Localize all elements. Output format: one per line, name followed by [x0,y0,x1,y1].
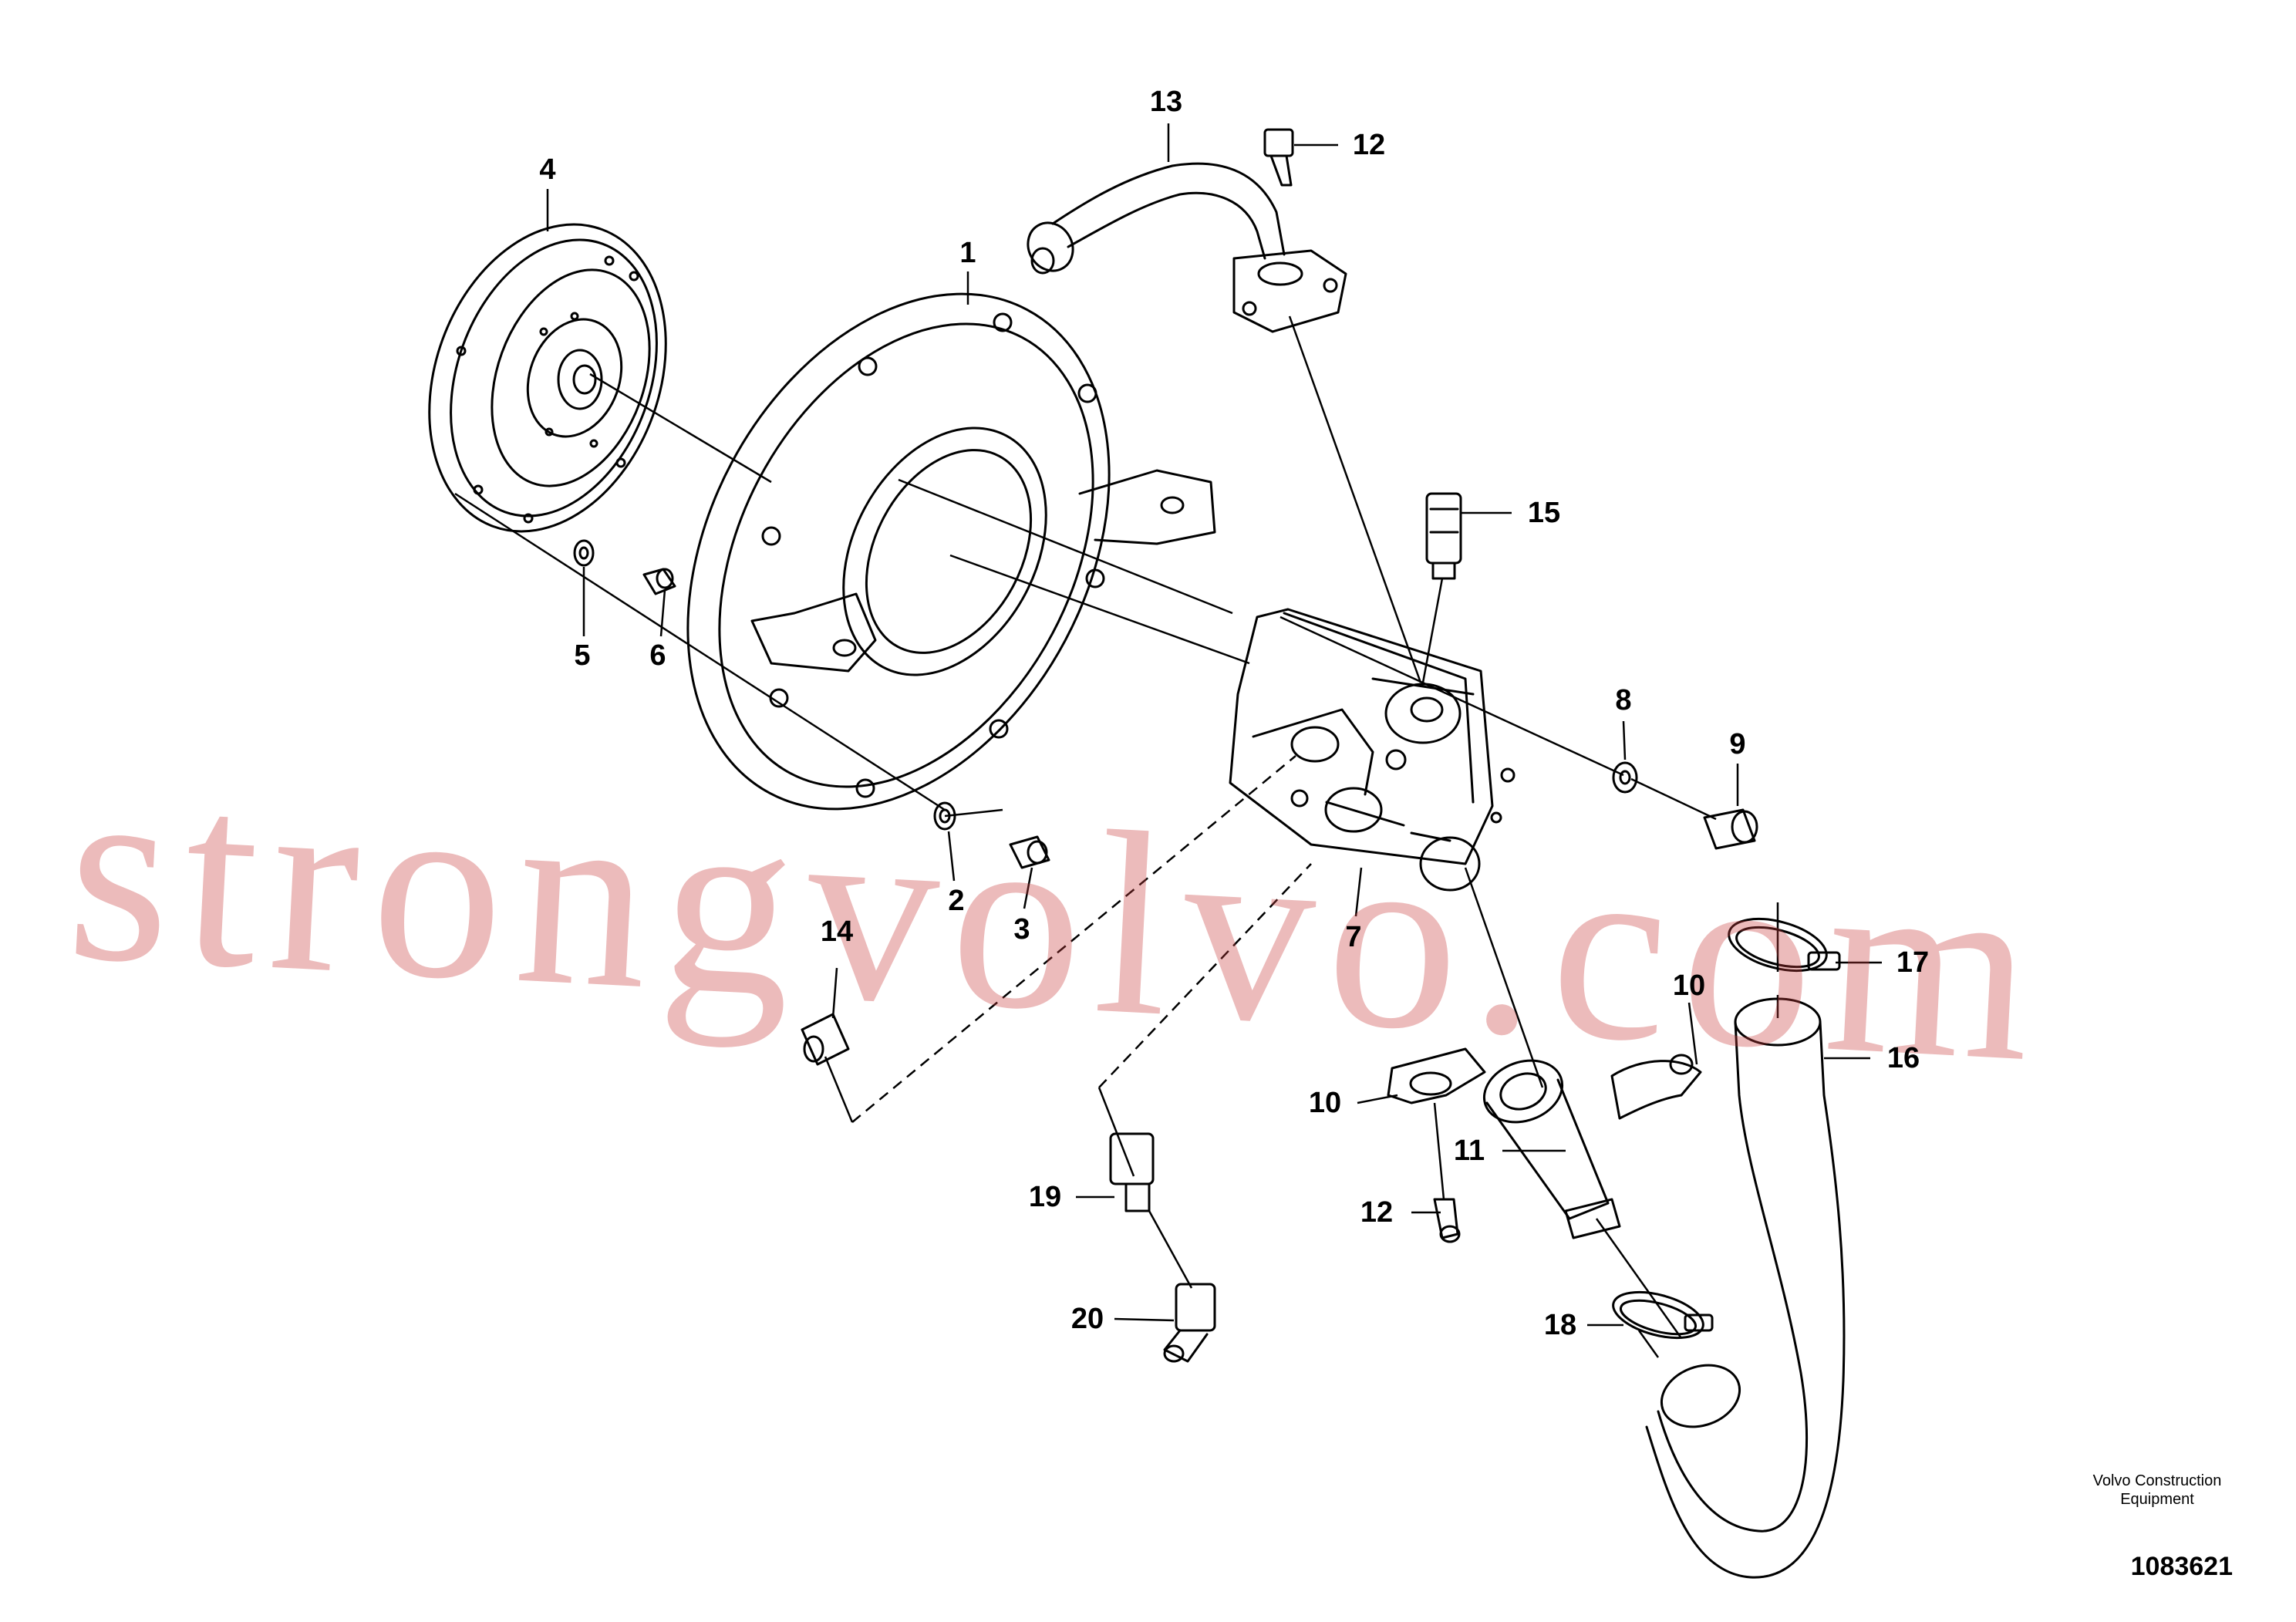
callout-label: 10 [1672,969,1706,1002]
manufacturer-line-2: Equipment [2120,1491,2194,1508]
elbow-fitting-part-20 [1163,1283,1216,1363]
callout-label: 12 [1352,129,1386,161]
sensor-part-15 [1425,492,1462,580]
callout-label: 17 [1896,946,1930,979]
hose-part-16 [1645,997,1846,1579]
callout-label: 3 [1013,913,1030,946]
bolt-part-9 [1703,808,1758,850]
hose-clamp-part-17 [1728,917,1841,973]
callout-label: 12 [1360,1196,1394,1229]
clamp-half-part-10-right [1610,1054,1702,1120]
clamp-half-part-10-left [1387,1047,1486,1104]
callout-label: 13 [1149,86,1183,118]
bolt-part-6 [642,568,676,595]
bolt-part-12-lower [1433,1198,1461,1243]
callout-label: 16 [1886,1042,1920,1074]
dashed-routing-lines [851,755,1312,1123]
callout-label: 7 [1345,921,1362,953]
callout-label: 9 [1729,728,1746,760]
document-number: 1083621 [2130,1552,2233,1581]
callout-label: 6 [649,639,666,672]
callout-label: 1 [959,237,976,269]
callout-label: 4 [539,153,556,186]
bolt-part-12-upper [1263,128,1294,187]
elbow-pipe-part-11 [1482,1059,1621,1239]
callout-label: 11 [1453,1135,1485,1167]
pipe-part-13 [1027,162,1347,333]
callout-label: 8 [1615,684,1632,717]
callout-label: 15 [1527,497,1561,529]
hose-clamp-part-18 [1612,1290,1714,1340]
callout-label: 19 [1028,1181,1062,1213]
washer-part-5 [573,539,595,567]
callout-label: 14 [820,916,854,948]
leader-lines [454,123,1882,1358]
flywheel-housing-part-1 [686,292,1216,811]
callout-label: 2 [948,885,965,917]
manufacturer-label: Volvo Construction Equipment [2065,1472,2250,1509]
callout-label: 10 [1308,1087,1342,1119]
callout-label: 5 [574,639,591,672]
hydraulic-pump-part-7 [1229,608,1515,892]
washer-part-8 [1612,761,1638,794]
callout-label: 20 [1070,1303,1104,1335]
callout-label: 18 [1543,1309,1577,1341]
bolt-part-3 [1009,835,1050,869]
fitting-part-19 [1109,1132,1155,1212]
fitting-part-14 [801,1013,850,1066]
manufacturer-line-1: Volvo Construction [2092,1472,2222,1489]
coupling-disc-part-4 [428,223,667,533]
